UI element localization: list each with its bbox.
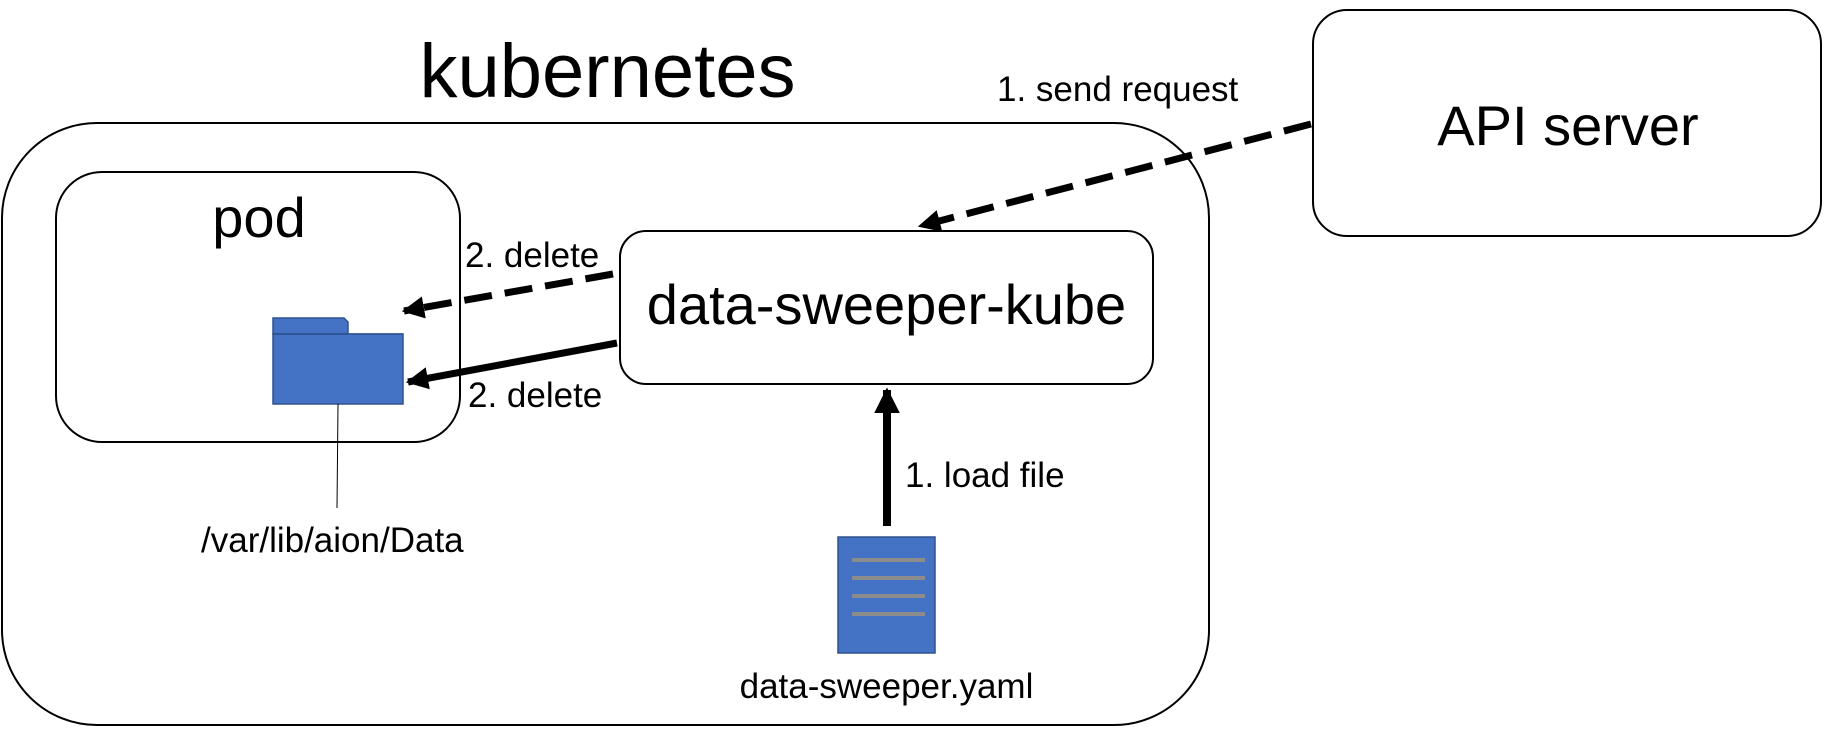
send-request-label: 1. send request xyxy=(997,70,1239,109)
data-sweeper-kube-box xyxy=(619,230,1154,385)
delete-solid-arrow xyxy=(405,339,618,390)
data-directory-path-label: /var/lib/aion/Data xyxy=(201,521,464,560)
delete-dashed-arrow xyxy=(401,270,614,319)
kubernetes-cluster-box xyxy=(1,122,1210,726)
data-sweeper-kube-label: data-sweeper-kube xyxy=(646,273,1127,336)
send-request-arrow xyxy=(917,120,1312,232)
load-file-label: 1. load file xyxy=(905,456,1065,495)
folder-path-leader-line xyxy=(336,403,339,509)
config-file-label: data-sweeper.yaml xyxy=(739,667,1034,706)
delete-dashed-label: 2. delete xyxy=(465,236,600,275)
api-server-box xyxy=(1312,9,1822,237)
api-server-label: API server xyxy=(1437,94,1699,157)
pod-label: pod xyxy=(212,186,306,249)
folder-icon xyxy=(272,317,404,405)
document-icon xyxy=(837,536,936,654)
delete-solid-label: 2. delete xyxy=(468,376,603,415)
kubernetes-title: kubernetes xyxy=(419,29,796,114)
